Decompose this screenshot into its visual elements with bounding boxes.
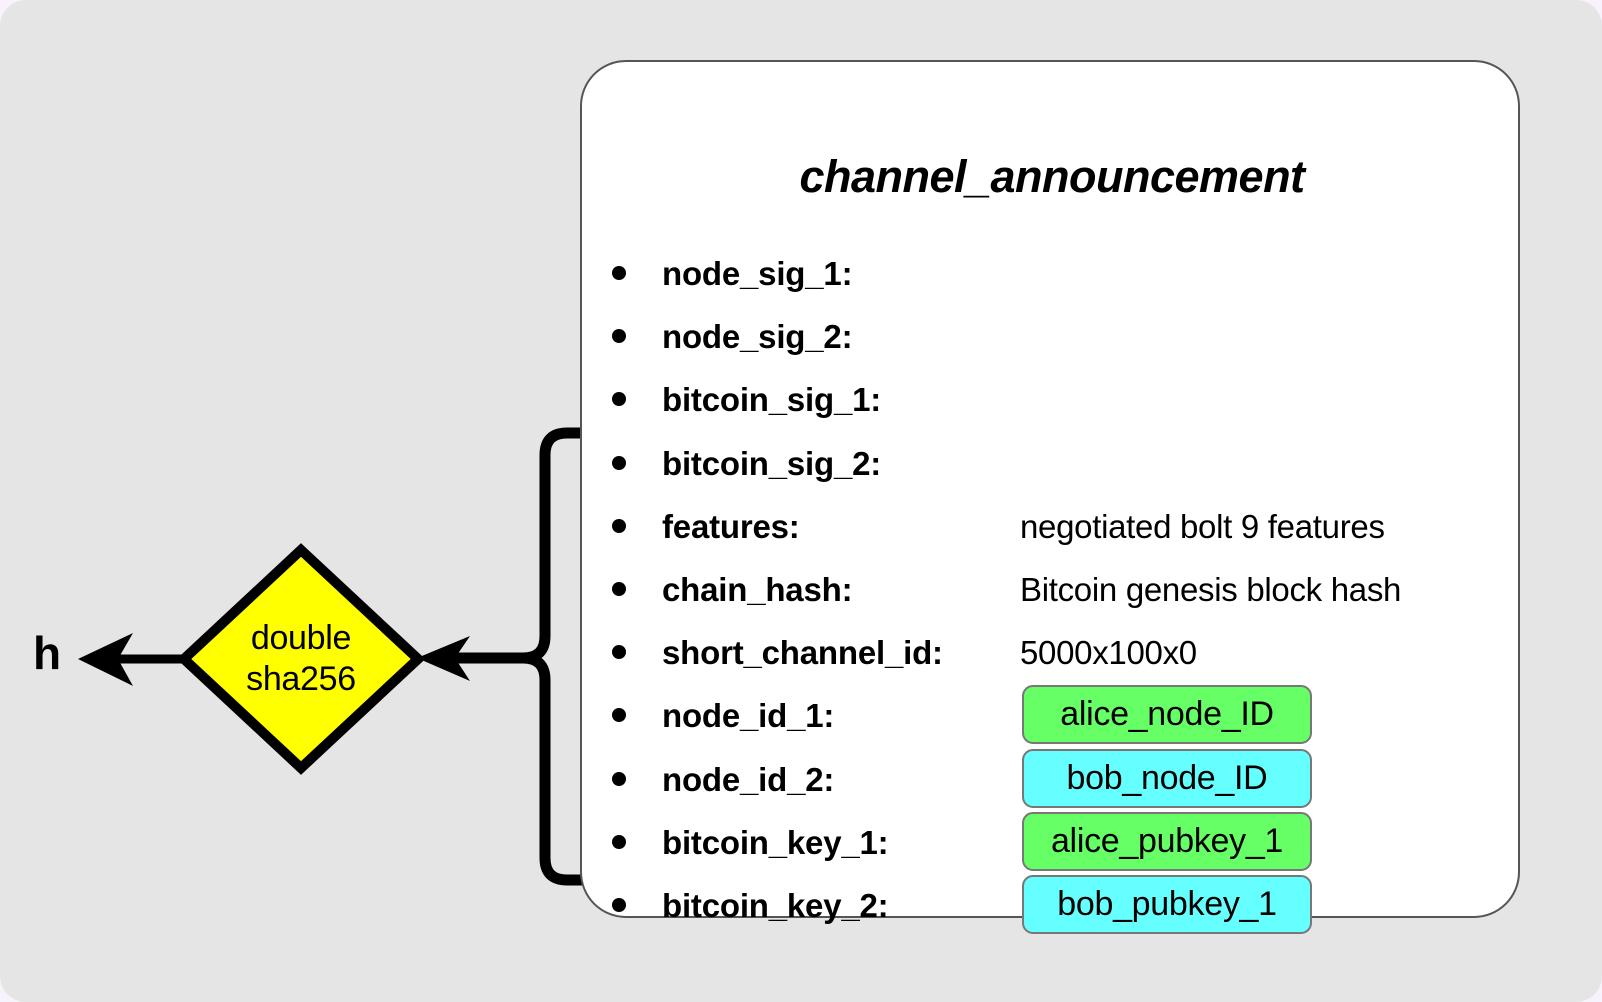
field-label: bitcoin_sig_2: xyxy=(662,444,882,482)
field-label: node_sig_1: xyxy=(662,255,853,292)
bullet-icon xyxy=(612,582,626,596)
brace-arrowhead-icon xyxy=(417,636,470,681)
field-label: node_sig_2: xyxy=(662,318,853,356)
bullet-icon xyxy=(612,708,626,723)
bullet-icon xyxy=(612,455,626,470)
field-label: node_id_1: xyxy=(662,697,835,735)
value-chip[interactable]: bob_node_ID xyxy=(1022,748,1312,808)
field-label: bitcoin_sig_1: xyxy=(662,381,882,419)
field-value: negotiated bolt 9 features xyxy=(1020,507,1385,545)
double-sha256-label: double sha256 xyxy=(182,548,420,770)
value-chip[interactable]: alice_node_ID xyxy=(1022,685,1312,745)
output-arrowhead-icon xyxy=(78,633,133,686)
double-sha256-node: double sha256 xyxy=(182,548,420,770)
field-label: bitcoin_key_1: xyxy=(662,823,889,861)
bullet-icon xyxy=(612,898,626,912)
field-value: 5000x100x0 xyxy=(1020,634,1197,672)
bullet-icon xyxy=(612,771,626,786)
field-row: chain_hash: Bitcoin genesis block hash xyxy=(612,568,1502,612)
bullet-icon xyxy=(612,518,626,533)
bullet-icon xyxy=(612,392,626,407)
double-sha256-line2: sha256 xyxy=(246,660,356,698)
field-label: features: xyxy=(662,507,800,545)
field-row: bitcoin_key_2: bob_pubkey_1 xyxy=(612,875,1502,934)
field-row: node_sig_1: xyxy=(612,252,1502,296)
field-label: node_id_2: xyxy=(662,760,835,798)
field-label: short_channel_id: xyxy=(662,634,943,672)
value-chip[interactable]: alice_pubkey_1 xyxy=(1022,811,1312,871)
double-sha256-line1: double xyxy=(250,618,352,657)
bullet-icon xyxy=(612,834,626,849)
field-row: node_id_1: alice_node_ID xyxy=(612,685,1502,745)
hash-output-label: h xyxy=(33,627,62,679)
card-title: channel_announcement xyxy=(799,151,1305,202)
field-value: Bitcoin genesis block hash xyxy=(1020,571,1402,608)
field-row: bitcoin_sig_1: xyxy=(612,378,1502,422)
field-row: node_id_2: bob_node_ID xyxy=(612,748,1502,808)
field-label: bitcoin_key_2: xyxy=(662,887,889,924)
field-row: features: negotiated bolt 9 features xyxy=(612,505,1502,549)
bullet-icon xyxy=(612,266,626,280)
bullet-icon xyxy=(612,329,626,344)
value-chip[interactable]: bob_pubkey_1 xyxy=(1022,875,1312,934)
bullet-icon xyxy=(612,645,626,660)
field-label: chain_hash: xyxy=(662,571,853,608)
field-row: bitcoin_key_1: alice_pubkey_1 xyxy=(612,811,1502,871)
channel-announcement-card: channel_announcement node_sig_1: node_sig… xyxy=(580,60,1520,934)
field-row: node_sig_2: xyxy=(612,315,1502,359)
field-row: short_channel_id: 5000x100x0 xyxy=(612,631,1502,675)
field-row: bitcoin_sig_2: xyxy=(612,442,1502,486)
